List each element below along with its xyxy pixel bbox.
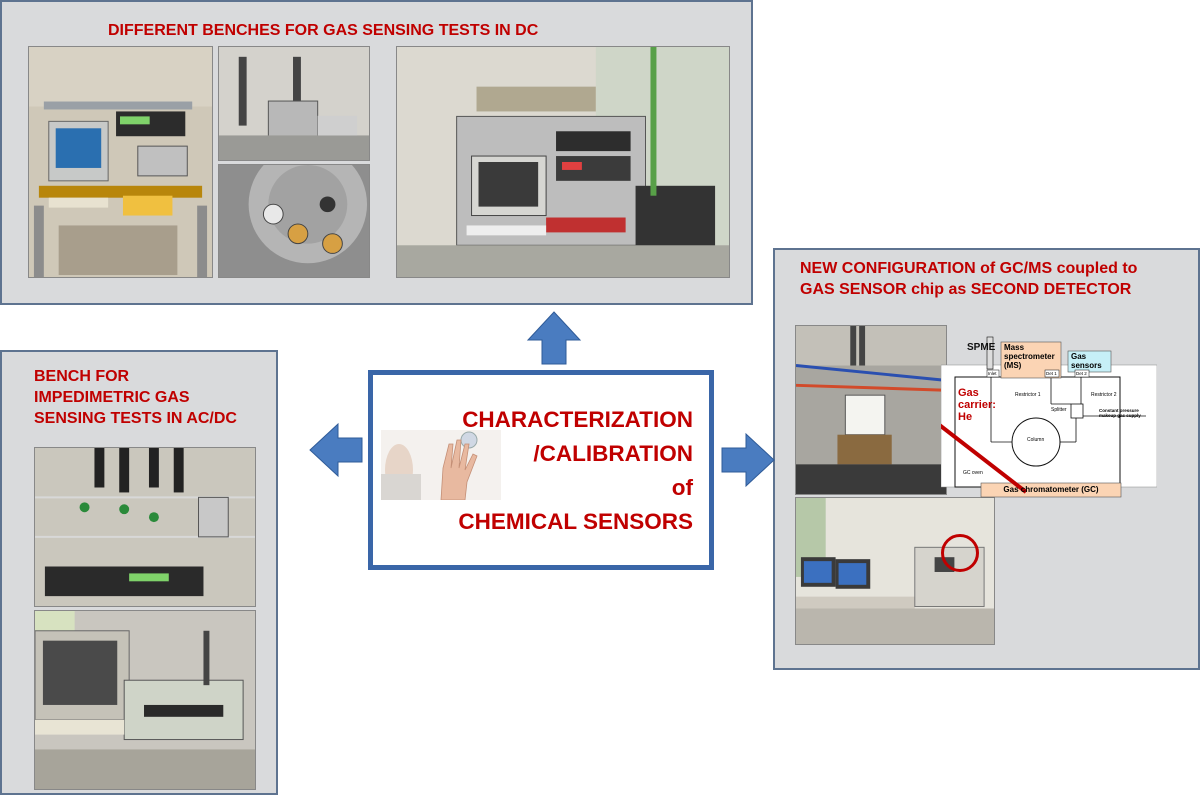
photo-acdc-bench-top — [34, 447, 256, 607]
hand-touch-image — [381, 430, 501, 500]
center-line-2: /CALIBRATION — [533, 441, 693, 466]
label-gas-sensors: Gas sensors — [1071, 352, 1102, 370]
panel-title-acdc-bench: BENCH FOR IMPEDIMETRIC GAS SENSING TESTS… — [34, 368, 237, 427]
label-mass-spec: Mass spectrometer (MS) — [1004, 343, 1055, 370]
center-box: CHARACTERIZATION /CALIBRATION of CHEMICA… — [368, 370, 714, 570]
label-restrictor2: Restrictor 2 — [1091, 392, 1117, 398]
arrow-right — [720, 432, 776, 488]
arrow-left — [308, 422, 364, 478]
photo-dc-bench-2-bottom — [218, 164, 370, 278]
label-gas-carrier: Gas carrier: He — [958, 387, 996, 423]
center-title: CHARACTERIZATION /CALIBRATION of CHEMICA… — [458, 403, 693, 539]
center-line-3: of — [671, 475, 693, 500]
label-constant-pressure: Constant pressure makeup gas supply — [1099, 408, 1141, 418]
photo-acdc-bench-bottom — [34, 610, 256, 790]
gc-schematic: SPME Mass spectrometer (MS) Gas sensors … — [941, 332, 1157, 500]
label-det1: Det 1 — [1046, 371, 1057, 376]
label-splitter: Splitter — [1051, 407, 1067, 413]
arrow-up — [526, 310, 582, 366]
panel-title-dc-benches: DIFFERENT BENCHES FOR GAS SENSING TESTS … — [108, 22, 539, 39]
photo-dc-bench-3 — [396, 46, 730, 278]
label-det2: Det 2 — [1076, 371, 1087, 376]
panel-gcms-config: NEW CONFIGURATION of GC/MS coupled to GA… — [773, 248, 1200, 670]
panel-dc-benches: DIFFERENT BENCHES FOR GAS SENSING TESTS … — [0, 0, 753, 305]
center-line-4: CHEMICAL SENSORS — [458, 509, 693, 534]
photo-dc-bench-2-top — [218, 46, 370, 161]
label-spme: SPME — [967, 342, 996, 353]
highlight-circle — [941, 534, 979, 572]
label-gc-oven: GC oven — [963, 470, 983, 476]
label-column: Column — [1027, 437, 1045, 443]
center-line-1: CHARACTERIZATION — [462, 407, 693, 432]
photo-dc-bench-1 — [28, 46, 213, 278]
label-restrictor1: Restrictor 1 — [1015, 392, 1041, 398]
label-gc: Gas chromatometer (GC) — [1003, 485, 1099, 494]
panel-acdc-bench: BENCH FOR IMPEDIMETRIC GAS SENSING TESTS… — [0, 350, 278, 795]
panel-title-gcms-config: NEW CONFIGURATION of GC/MS coupled to GA… — [800, 260, 1138, 298]
photo-gcms-top — [795, 325, 947, 495]
label-inlet: Inlet — [988, 371, 997, 376]
